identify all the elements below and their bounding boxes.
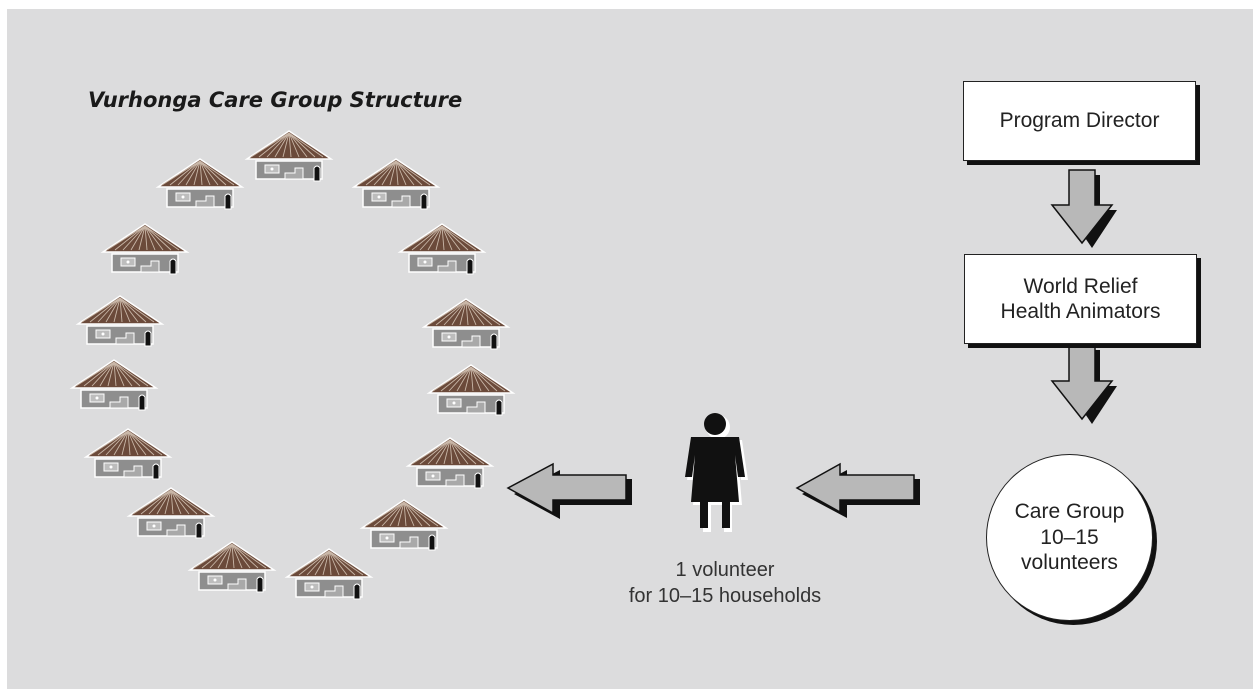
- hut-icon: [128, 487, 214, 539]
- households-ring: [71, 130, 514, 600]
- diagram-title: Vurhonga Care Group Structure: [88, 88, 463, 112]
- hut-icon: [246, 130, 332, 182]
- hut-icon: [102, 223, 188, 275]
- care-group-circle: Care Group 10–15 volunteers: [986, 454, 1153, 621]
- care-group-label-line2: 10–15: [1040, 525, 1099, 549]
- hut-icon: [286, 548, 372, 600]
- hut-icon: [189, 541, 275, 593]
- volunteer-figure-icon: [685, 413, 748, 532]
- left-arrow-icon: [506, 462, 632, 519]
- care-group-label-line3: volunteers: [1021, 551, 1118, 575]
- health-animators-label-line2: Health Animators: [1000, 300, 1161, 323]
- health-animators-label-line1: World Relief: [1023, 274, 1138, 298]
- volunteer-caption-line1: 1 volunteer: [675, 559, 775, 581]
- hut-icon: [423, 298, 509, 350]
- hut-icon: [353, 158, 439, 210]
- down-arrow-icon: [1050, 344, 1117, 424]
- hut-icon: [85, 428, 171, 480]
- hut-icon: [428, 364, 514, 416]
- hut-icon: [399, 223, 485, 275]
- health-animators-box: World Relief Health Animators: [964, 254, 1197, 344]
- hut-icon: [407, 437, 493, 489]
- program-director-box: Program Director: [963, 81, 1196, 161]
- hut-icon: [361, 499, 447, 551]
- left-arrow-icon: [795, 462, 920, 518]
- hut-icon: [71, 359, 157, 411]
- down-arrow-icon: [1050, 169, 1117, 248]
- care-group-label-line1: Care Group: [1014, 500, 1125, 524]
- volunteer-caption: 1 volunteer for 10–15 households: [600, 557, 850, 610]
- program-director-label: Program Director: [999, 109, 1160, 133]
- volunteer-caption-line2: for 10–15 households: [628, 585, 822, 608]
- hut-icon: [157, 158, 243, 210]
- hut-icon: [77, 295, 163, 347]
